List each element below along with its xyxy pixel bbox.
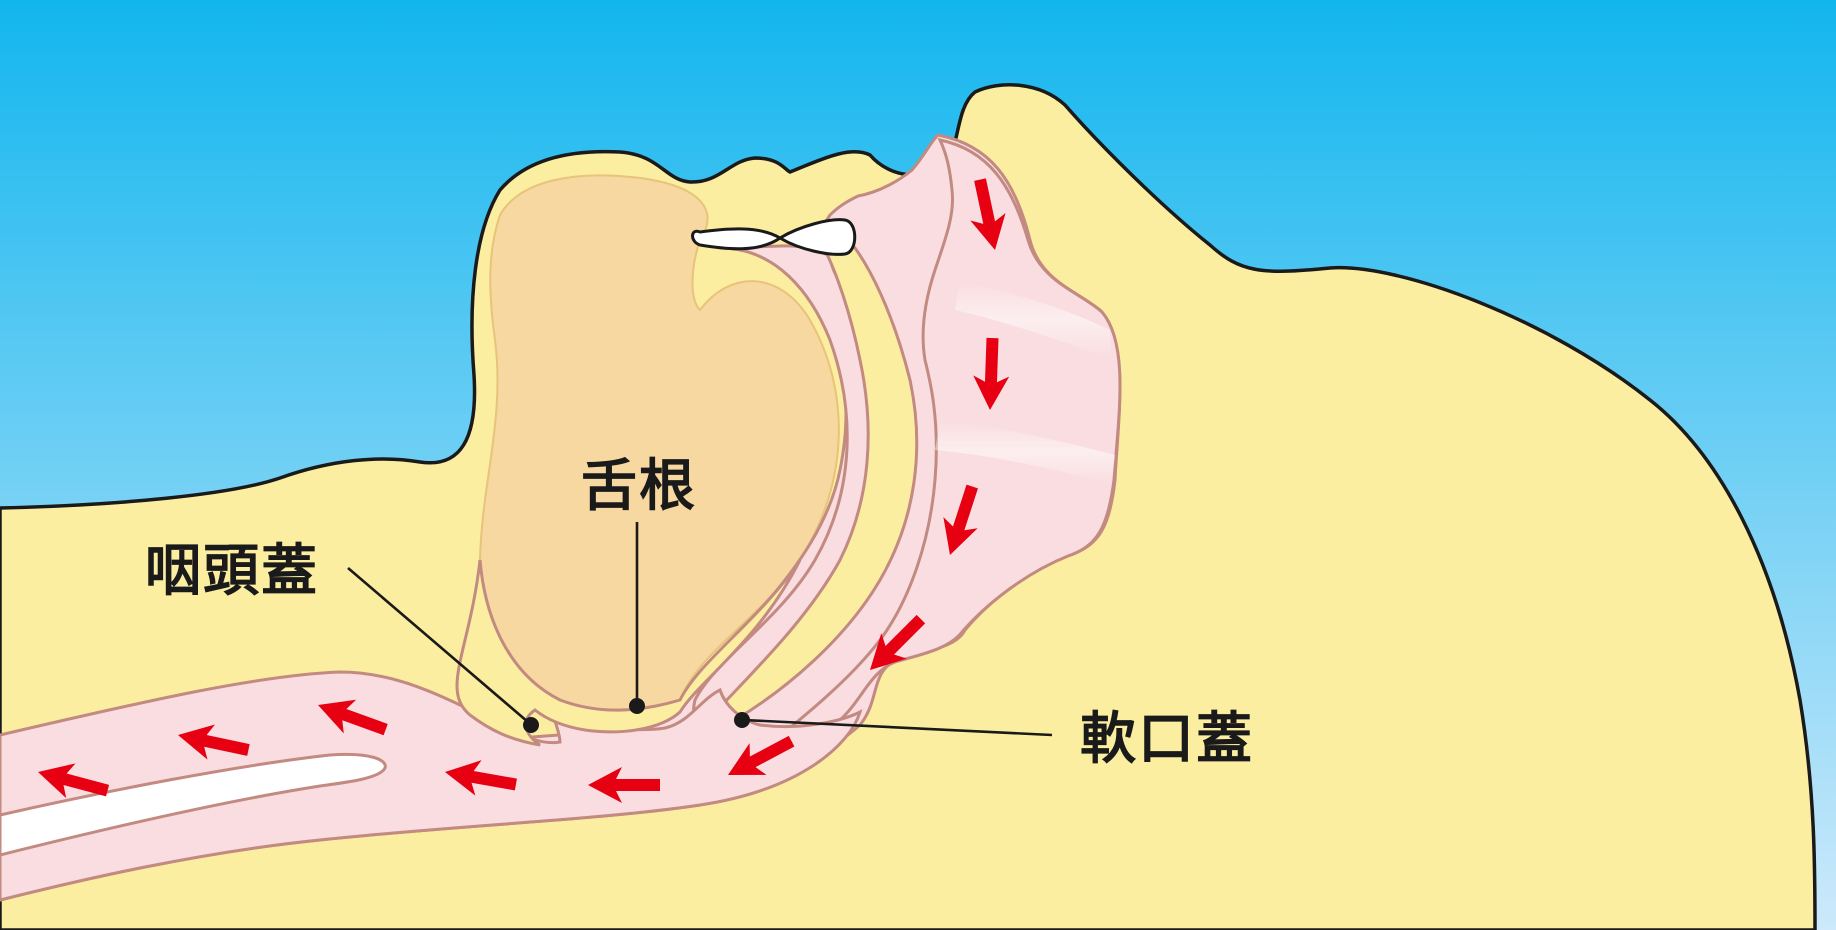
teeth-icon [691,218,857,256]
label-tongue-root: 舌根 [581,454,697,519]
airway-highlight [955,280,1112,360]
label-epiglottis: 咽頭蓋 [145,539,319,604]
label-soft-palate: 軟口蓋 [1080,707,1254,772]
lower-airway [0,670,863,902]
airway-highlight [935,420,1115,485]
leader-soft-palate [734,712,1053,737]
leader-epiglottis [347,567,539,733]
trachea-lumen [0,752,387,857]
tongue-root-edge [455,559,802,747]
leader-tongue-root [629,522,645,714]
